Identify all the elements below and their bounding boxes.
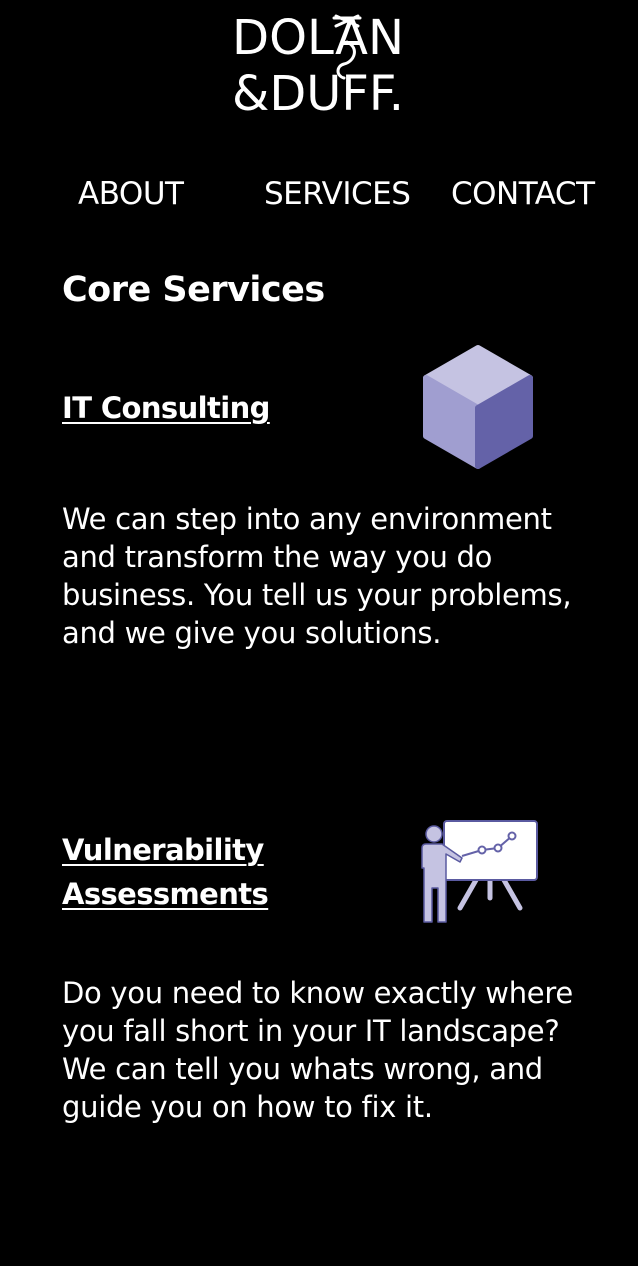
nav-link-about[interactable]: ABOUT: [78, 176, 184, 212]
nav-link-contact[interactable]: CONTACT: [451, 176, 595, 212]
logo-text-line2: &DUFF.: [232, 66, 404, 116]
service-description-vulnerability-assessments: Do you need to know exactly where you fa…: [62, 976, 573, 1124]
service-title-vulnerability-assessments[interactable]: Vulnerability Assessments: [62, 833, 269, 911]
brand-logo[interactable]: DOLAN &DUFF.: [232, 12, 408, 116]
logo-text-line1: DOLAN: [232, 12, 404, 66]
cube-icon: [420, 344, 536, 472]
service-description-it-consulting: We can step into any environment and tra…: [62, 502, 572, 650]
nav-link-services[interactable]: SERVICES: [264, 176, 411, 212]
presentation-chart-icon: [414, 818, 542, 928]
main-navigation: ABOUT SERVICES CONTACT: [0, 172, 638, 218]
service-title-it-consulting[interactable]: IT Consulting: [62, 391, 270, 425]
section-title: Core Services: [62, 270, 325, 310]
logo-antenna-mark: [332, 14, 362, 80]
